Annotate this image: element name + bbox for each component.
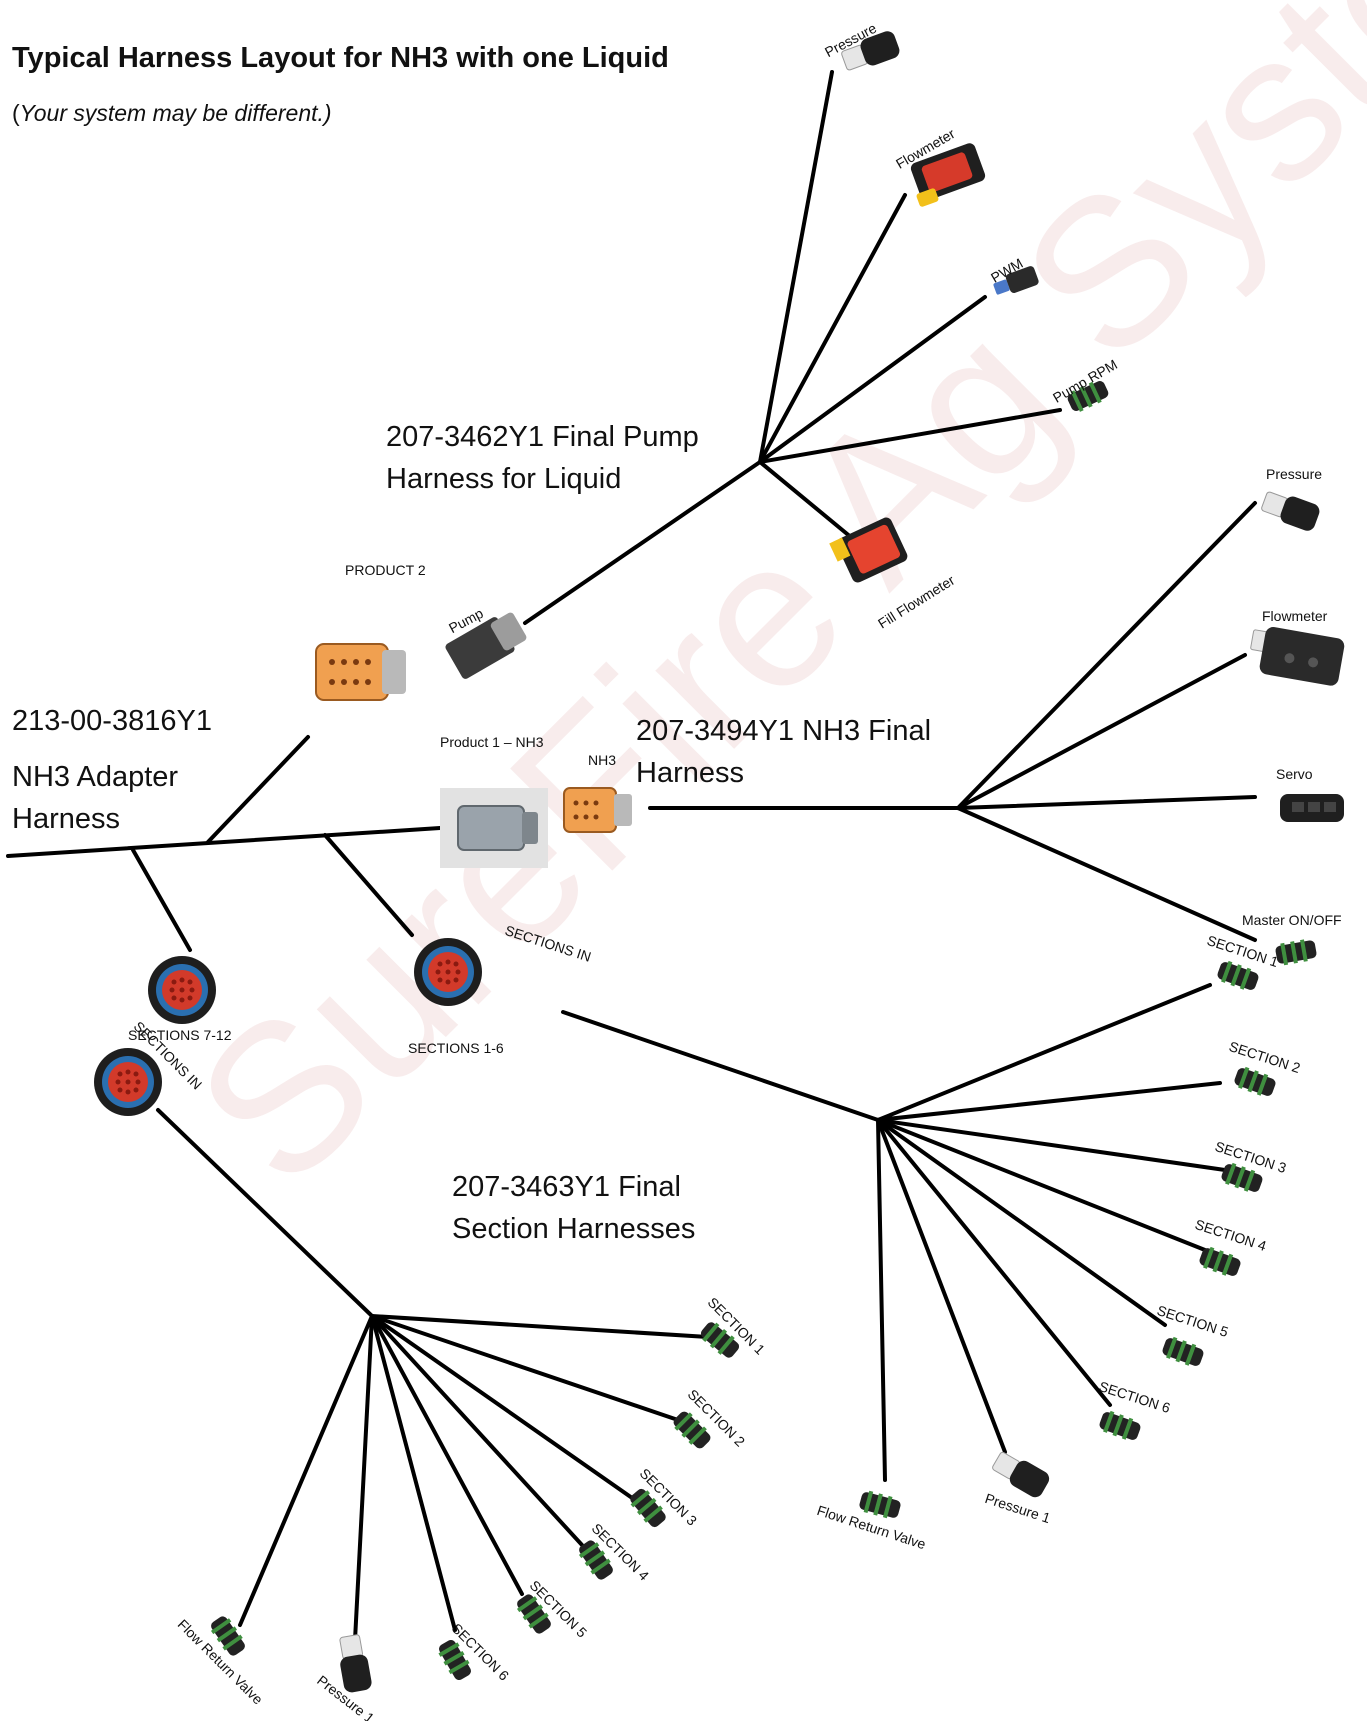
rsec-s4-connector: [1197, 1244, 1243, 1280]
lsec-sections-in-circular-connector: [94, 1048, 162, 1116]
pump-fill-wire: [758, 460, 854, 540]
sections712-label: SECTIONS 7-12: [128, 1027, 232, 1043]
product1-nh3-connector: [440, 788, 548, 868]
pump-pwm-wire: [758, 295, 987, 464]
lsec-s4-wire: [370, 1314, 584, 1547]
rsec-flow-return-wire: [876, 1118, 887, 1482]
sections16-label: SECTIONS 1-6: [408, 1040, 504, 1056]
product2-label: PRODUCT 2: [345, 562, 426, 578]
rsec-pressure1-connector: [989, 1447, 1053, 1501]
rsec-s4-wire: [876, 1118, 1207, 1252]
page-title: Typical Harness Layout for NH3 with one …: [12, 42, 669, 74]
lsec-s3-wire: [370, 1314, 637, 1502]
adapter-sections16-wire: [323, 833, 414, 937]
nh3-label: NH3: [588, 752, 617, 768]
pump-fill-flowmeter-connector: [829, 517, 908, 583]
adapter-trunk-wire: [6, 826, 442, 858]
rsec-s5-wire: [876, 1118, 1167, 1327]
pump-connector: [445, 612, 527, 679]
nh3-servo-connector: [1280, 794, 1344, 822]
page-subtitle: (Your system may be different.): [12, 100, 332, 127]
lsec-s1-wire: [370, 1314, 710, 1339]
lsec-s6-wire: [370, 1314, 457, 1632]
lsec-flow-return-wire: [238, 1314, 374, 1627]
nh3-flowmeter-wire: [956, 653, 1247, 810]
sections712-circular-connector: [148, 956, 216, 1024]
master-label: Master ON/OFF: [1242, 912, 1342, 928]
rsec-s6-connector: [1097, 1408, 1143, 1444]
pump-harness-line2: Harness for Liquid: [386, 463, 622, 495]
lsec-trunk-wire: [156, 1108, 374, 1318]
rsec-pressure1-wire: [876, 1118, 1007, 1454]
pump-rpm-wire: [758, 408, 1062, 464]
nh3-master-wire: [956, 806, 1257, 942]
lsec-s5-wire: [370, 1314, 524, 1596]
pump-flowmeter-wire: [758, 193, 907, 464]
rsec-s5-connector: [1160, 1334, 1206, 1370]
pump-flowmeter-connector: [910, 143, 986, 207]
pump-harness-line1: 207-3462Y1 Final Pump: [386, 421, 699, 453]
lsec-pressure1-wire: [353, 1314, 374, 1642]
lsec-s2-wire: [370, 1314, 680, 1422]
section-harness-line1: 207-3463Y1 Final: [452, 1171, 681, 1203]
nh3-pressure-label: Pressure: [1266, 466, 1323, 482]
rsec-trunk-wire: [561, 1010, 880, 1122]
subtitle-open: (: [12, 100, 20, 126]
adapter-sections712-wire: [131, 848, 192, 952]
section-harness-line2: Section Harnesses: [452, 1213, 696, 1245]
pump-trunk-wire: [523, 460, 762, 625]
pump-pwm-connector: [993, 266, 1039, 295]
adapter-product2-wire: [206, 735, 310, 844]
product1-label: Product 1 – NH3: [440, 734, 544, 750]
rsec-s6-wire: [876, 1118, 1112, 1407]
product2-dt-connector: [315, 643, 406, 701]
rsec-s1-connector: [1215, 958, 1261, 994]
rsec-s3-wire: [876, 1118, 1227, 1172]
rsec-s1-wire: [876, 983, 1212, 1122]
adapter-line1-label: NH3 Adapter: [12, 761, 179, 793]
subtitle-italic: Your system may be different.): [19, 100, 332, 126]
pump-pressure-wire: [758, 70, 834, 464]
nh3-pressure-wire: [956, 501, 1257, 810]
nh3-harness-line2: Harness: [636, 757, 744, 789]
nh3-master-connector: [1274, 937, 1318, 967]
servo-label: Servo: [1276, 766, 1313, 782]
nh3-pressure-connector: [1258, 486, 1323, 534]
nh3-servo-wire: [956, 795, 1257, 810]
adapter-line2-label: Harness: [12, 803, 120, 835]
nh3-harness-line1: 207-3494Y1 NH3 Final: [636, 715, 932, 747]
rsec-s2-connector: [1232, 1064, 1278, 1100]
adapter-part-label: 213-00-3816Y1: [12, 705, 212, 737]
sections16-circular-connector: [414, 938, 482, 1006]
nh3-dt-connector: [563, 787, 632, 833]
rsec-s2-wire: [876, 1081, 1222, 1122]
nh3-flowmeter-label: Flowmeter: [1262, 608, 1328, 624]
nh3-flowmeter-connector: [1250, 627, 1345, 686]
